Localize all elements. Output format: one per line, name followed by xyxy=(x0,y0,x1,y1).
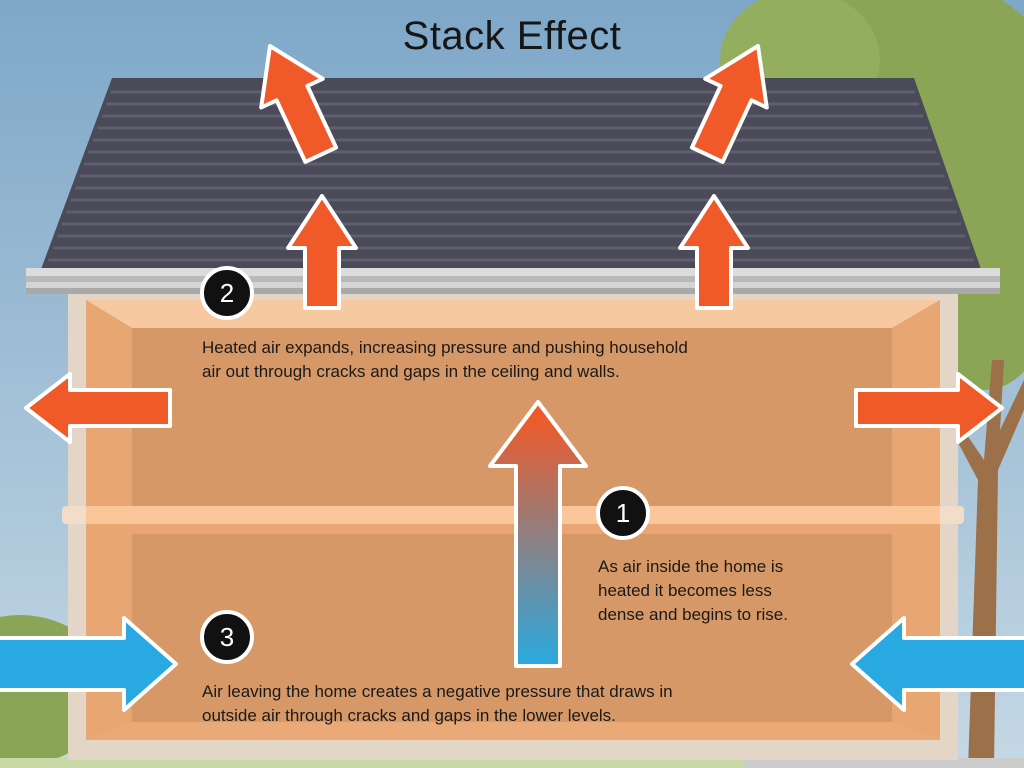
step-1-badge: 1 xyxy=(596,486,650,540)
driveway xyxy=(744,758,1024,768)
exhaust-arrow-left xyxy=(259,44,339,164)
step-2-line: Heated air expands, increasing pressure … xyxy=(202,338,688,357)
step-2-line: air out through cracks and gaps in the c… xyxy=(202,362,620,381)
inflow-arrow-left xyxy=(0,616,178,712)
step-2-caption: Heated air expands, increasing pressure … xyxy=(202,336,688,384)
step-1-caption: As air inside the home is heated it beco… xyxy=(598,555,788,627)
step-1-line: dense and begins to rise. xyxy=(598,605,788,624)
step-3-line: Air leaving the home creates a negative … xyxy=(202,682,673,701)
diagram-title: Stack Effect xyxy=(402,14,622,58)
ceiling-arrow-right xyxy=(678,194,750,310)
roof xyxy=(26,78,1000,294)
wall-arrow-right xyxy=(854,372,1004,444)
step-1-line: As air inside the home is xyxy=(598,557,784,576)
wall-arrow-left xyxy=(24,372,172,444)
airflow-arrows xyxy=(0,44,1024,712)
step-1-line: heated it becomes less xyxy=(598,581,772,600)
step-3-line: outside air through cracks and gaps in t… xyxy=(202,706,616,725)
ceiling-arrow-left xyxy=(286,194,358,310)
inflow-arrow-right xyxy=(850,616,1024,712)
house xyxy=(62,290,964,760)
step-3-badge: 3 xyxy=(200,610,254,664)
rising-air-arrow xyxy=(488,400,588,668)
step-2-badge: 2 xyxy=(200,266,254,320)
step-3-caption: Air leaving the home creates a negative … xyxy=(202,680,673,728)
exhaust-arrow-right xyxy=(689,44,769,164)
ground xyxy=(0,758,1024,768)
